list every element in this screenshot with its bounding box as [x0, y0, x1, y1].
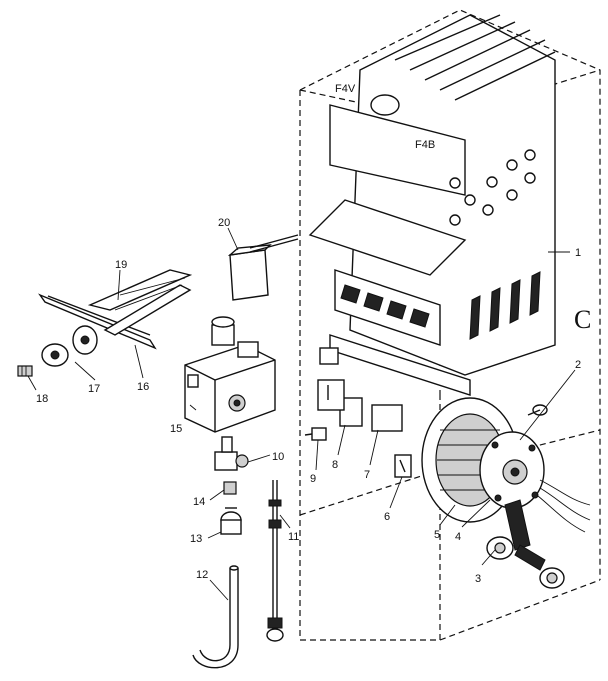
pressure-switch: [227, 234, 299, 301]
callout-14: 14: [193, 496, 205, 508]
thermocouple: [266, 480, 284, 642]
callout-20: 20: [218, 217, 230, 229]
heat-exchanger: F4V F4B: [308, 14, 556, 396]
callout-4: 4: [455, 531, 461, 543]
callout-3: 3: [475, 573, 481, 585]
burner-manifold: [38, 269, 193, 355]
pilot-tube: [192, 565, 239, 669]
callout-1: 1: [575, 247, 581, 259]
callout-13: 13: [190, 533, 202, 545]
gas-valve: [184, 316, 276, 433]
callout-labels: 1 2 3 4 5 6 7 8 9 10 11 12 13 14 15 16 1…: [36, 217, 591, 585]
callout-5: 5: [434, 529, 440, 541]
burner-slots: [340, 284, 430, 328]
motor-bolts: [491, 441, 539, 502]
tube-circles: [449, 149, 536, 226]
callout-11: 11: [288, 531, 299, 543]
section-letter: C: [574, 305, 591, 334]
callout-16: 16: [137, 381, 149, 393]
vent-slots: [469, 271, 541, 340]
plate-mark-left: F4V: [335, 83, 356, 95]
callout-12: 12: [196, 569, 208, 581]
pilot-fittings: [214, 436, 249, 535]
callout-10: 10: [272, 451, 284, 463]
callout-18: 18: [36, 393, 48, 405]
callout-2: 2: [575, 359, 581, 371]
leader-lines: [27, 227, 576, 601]
callout-8: 8: [332, 459, 338, 471]
orifice-cap: [17, 343, 69, 377]
callout-17: 17: [88, 383, 100, 395]
callout-19: 19: [115, 259, 127, 271]
callout-9: 9: [310, 473, 316, 485]
motor-mount: [486, 499, 565, 589]
blower-assembly: [421, 397, 591, 533]
control-components: [304, 347, 412, 478]
plate-mark-right: F4B: [415, 139, 435, 151]
callout-7: 7: [364, 469, 370, 481]
callout-6: 6: [384, 511, 390, 523]
callout-15: 15: [170, 423, 182, 435]
